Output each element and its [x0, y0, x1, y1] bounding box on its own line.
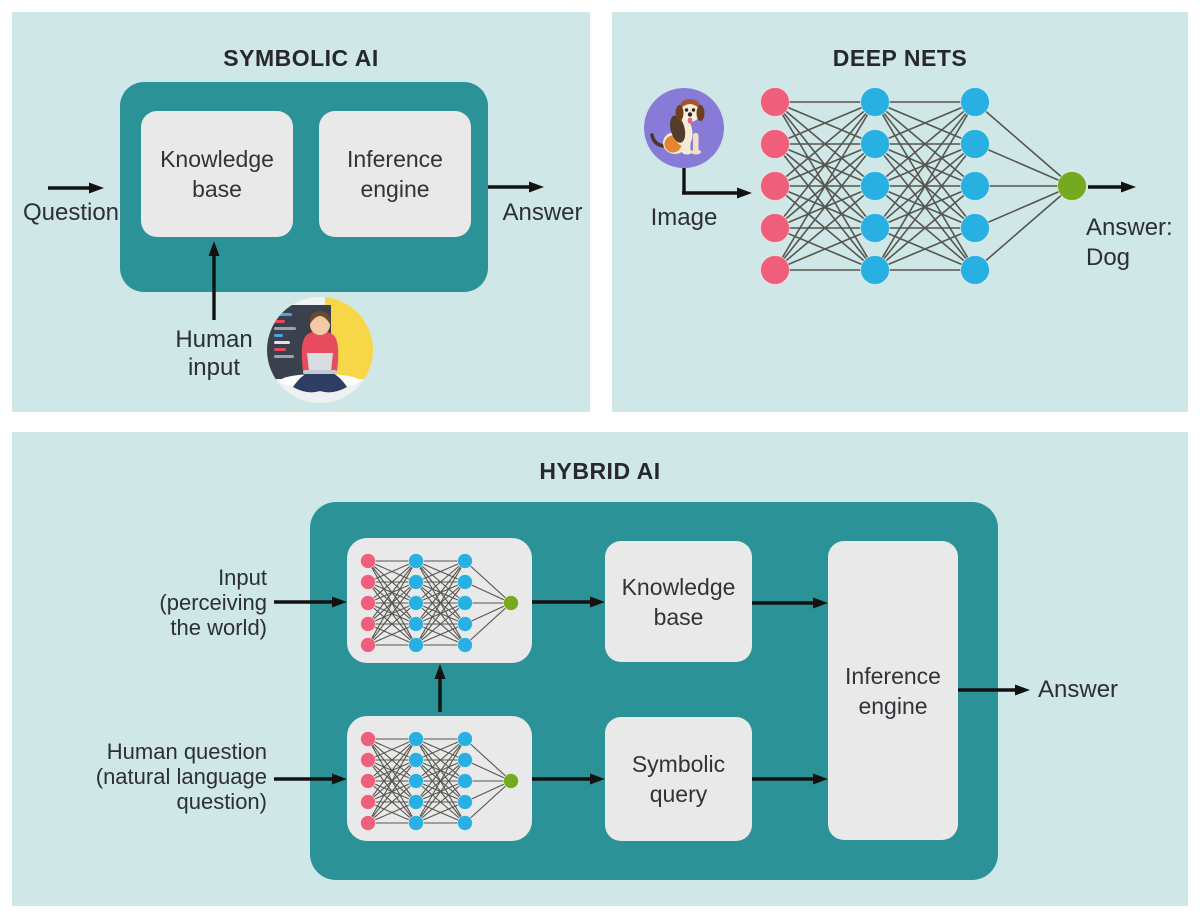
deep-answer-line2: Dog	[1086, 244, 1131, 271]
question-arrow	[48, 182, 104, 194]
answer-arrow	[488, 181, 544, 193]
question-label: Question	[22, 199, 120, 226]
input-label: Input (perceiving the world)	[159, 565, 267, 640]
knowledge-base-box: Knowledge base	[141, 111, 293, 237]
hybrid-knowledge-base-box: Knowledge base	[605, 541, 752, 662]
knowledge-to-inference-arrow	[752, 597, 828, 609]
perception-neural-network	[360, 553, 519, 653]
human-input-label: Human input	[175, 326, 253, 381]
answer-label: Answer	[502, 199, 583, 226]
symbolic-arrows-layer	[48, 181, 544, 320]
dog-image-icon	[644, 88, 724, 168]
deep-nets-title: DEEP NETS	[832, 45, 968, 71]
symbolic-query-label: Symbolic query	[631, 751, 726, 807]
human-input-arrow	[208, 241, 220, 320]
symbolic-ai-panel: SYMBOLIC AI Knowledge base Inference eng…	[12, 12, 590, 412]
language-to-query-arrow	[532, 773, 605, 785]
person	[293, 311, 347, 393]
human-question-arrow	[274, 773, 347, 785]
hybrid-inference-engine-label: Inference engine	[845, 662, 941, 719]
person-illustration-group	[267, 297, 373, 403]
hybrid-ai-panel: HYBRID AI Knowledge base Symbolic query …	[12, 432, 1188, 906]
symbolic-query-box: Symbolic query	[605, 717, 752, 841]
language-neural-network	[360, 731, 519, 831]
image-label: Image	[650, 204, 718, 231]
hybrid-arrows-layer	[274, 596, 1030, 785]
hybrid-knowledge-base-label: Knowledge base	[621, 573, 736, 630]
hybrid-inference-engine-box: Inference engine	[828, 541, 958, 840]
deep-answer-label: Answer: Dog	[1086, 214, 1186, 272]
beagle-dog	[650, 99, 705, 155]
deep-answer-line1: Answer:	[1086, 214, 1173, 241]
perception-network-box	[347, 538, 532, 663]
inference-to-answer-arrow	[958, 684, 1030, 696]
hybrid-ai-title: HYBRID AI	[539, 458, 661, 484]
inference-engine-box: Inference engine	[319, 111, 471, 237]
inference-engine-label: Inference engine	[347, 146, 443, 202]
perception-to-knowledge-arrow	[532, 596, 605, 608]
input-arrow	[274, 596, 347, 608]
knowledge-base-label: Knowledge base	[160, 146, 274, 202]
deep-answer-arrow	[1088, 181, 1136, 193]
symbolic-ai-title: SYMBOLIC AI	[223, 45, 379, 71]
person-with-laptop-icon	[267, 297, 373, 403]
network-to-network-arrow	[434, 664, 446, 712]
deep-nets-panel: DEEP NETS	[612, 12, 1188, 412]
hybrid-answer-label: Answer	[1038, 676, 1119, 703]
deep-arrows-layer	[682, 168, 1136, 199]
human-question-label: Human question (natural language questio…	[95, 739, 267, 814]
query-to-inference-arrow	[752, 773, 828, 785]
deep-neural-network	[760, 87, 1087, 285]
language-network-box	[347, 716, 532, 841]
image-arrow	[682, 187, 752, 199]
